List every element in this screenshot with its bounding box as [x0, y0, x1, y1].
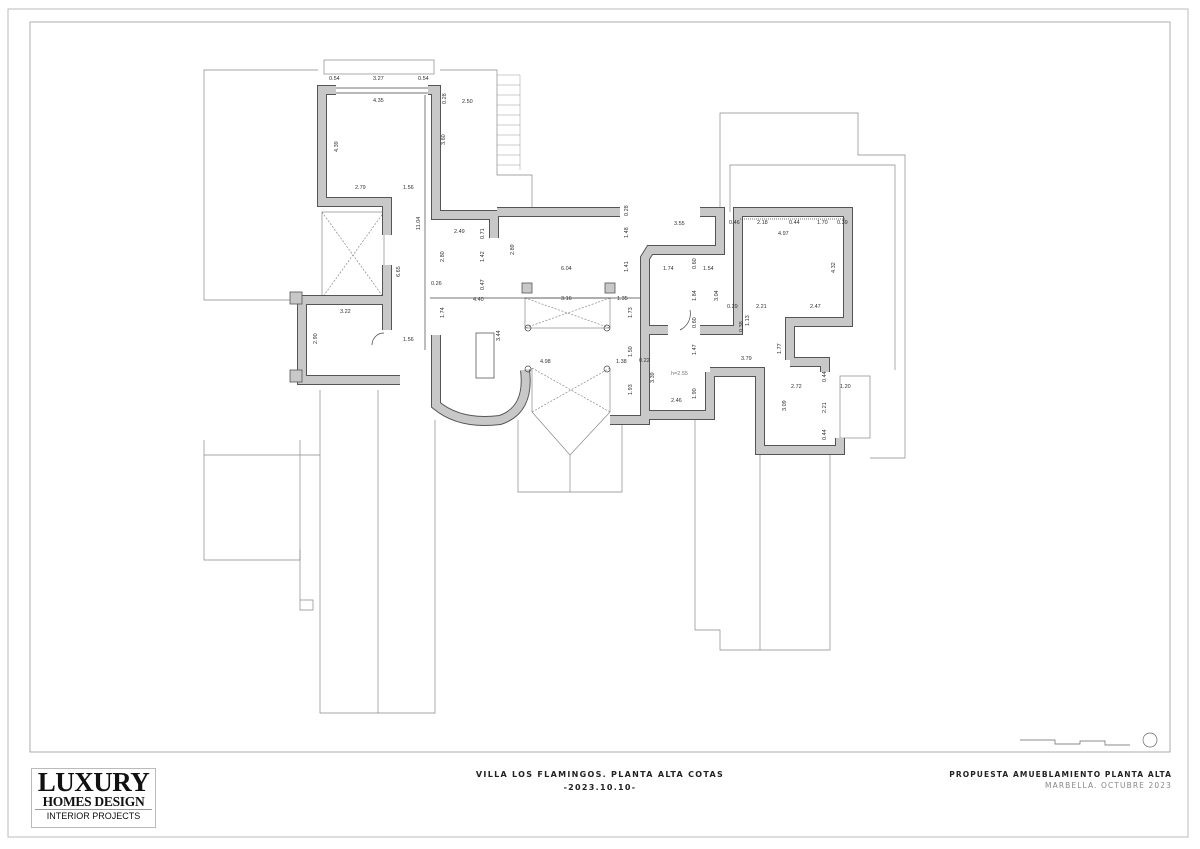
- dim: 2.46: [671, 398, 682, 404]
- dim: 0.22: [639, 358, 650, 364]
- dim: 0.28: [624, 205, 630, 216]
- dim: 4.98: [540, 359, 551, 365]
- dim: 1.38: [616, 359, 627, 365]
- dim: 1.42: [480, 251, 486, 262]
- dim: 3.04: [714, 290, 720, 301]
- scale-bar: [1020, 732, 1158, 748]
- dim: 0.44: [822, 429, 828, 440]
- dim: 6.65: [396, 266, 402, 277]
- dim: 6.04: [561, 266, 572, 272]
- dim: 4.35: [373, 98, 384, 104]
- dim: 1.41: [624, 261, 630, 272]
- dim: 1.47: [692, 344, 698, 355]
- dim: 1.74: [440, 307, 446, 318]
- dim: 4.97: [778, 231, 789, 237]
- sheet-border: [7, 8, 1189, 838]
- dim: 1.93: [628, 384, 634, 395]
- walls: [289, 85, 853, 455]
- location-date: MARBELLA. OCTUBRE 2023: [1045, 781, 1172, 790]
- dim: 11.04: [416, 217, 422, 230]
- logo-line2: HOMES DESIGN: [35, 795, 152, 810]
- logo-line1: LUXURY: [37, 767, 150, 797]
- dim: 1.56: [403, 185, 414, 191]
- dim: 0.44: [789, 220, 800, 226]
- dim: 0.71: [480, 228, 486, 239]
- dim: 0.28: [442, 93, 448, 104]
- dim: 0.47: [480, 279, 486, 290]
- dim: 2.79: [355, 185, 366, 191]
- dim: 3.60: [441, 134, 447, 145]
- dim: 1.74: [663, 266, 674, 272]
- dim: 0.60: [692, 258, 698, 269]
- company-logo: LUXURY HOMES DESIGN INTERIOR PROJECTS: [31, 768, 156, 828]
- dim: 4.32: [831, 262, 837, 273]
- dim: 2.47: [810, 304, 821, 310]
- dim: 3.22: [340, 309, 351, 315]
- dim: 0.29: [727, 304, 738, 310]
- dim: 1.84: [692, 290, 698, 301]
- drawing-frame: [29, 21, 1171, 753]
- dim: 3.55: [674, 221, 685, 227]
- dimension-labels: 0.54 3.27 0.54 4.35 0.28 2.50 4.39 3.60 …: [313, 76, 851, 440]
- dim: 4.40: [473, 297, 484, 303]
- dim: 1.56: [403, 337, 414, 343]
- dim: 2.89: [510, 244, 516, 255]
- dim: 2.21: [756, 304, 767, 310]
- dim: 1.50: [628, 346, 634, 357]
- dim: 2.18: [757, 220, 768, 226]
- dim: 4.39: [334, 141, 340, 152]
- dim: 1.20: [840, 384, 851, 390]
- dim: 0.54: [418, 76, 429, 82]
- dim: 2.49: [454, 229, 465, 235]
- dim: 1.90: [692, 388, 698, 399]
- dim: 0.44: [822, 371, 828, 382]
- dim: 1.13: [745, 315, 751, 326]
- proposal-title: PROPUESTA AMUEBLAMIENTO PLANTA ALTA: [949, 770, 1172, 779]
- dim: 1.70: [817, 220, 828, 226]
- dim: 3.44: [496, 330, 502, 341]
- dim: 1.73: [628, 307, 634, 318]
- dim: 2.72: [791, 384, 802, 390]
- dim: 0.38: [739, 321, 745, 332]
- dim: 1.48: [624, 227, 630, 238]
- dim: 3.09: [782, 400, 788, 411]
- room-height-label: h=2.55: [671, 371, 688, 377]
- dim: 3.79: [741, 356, 752, 362]
- logo-line3: INTERIOR PROJECTS: [46, 811, 141, 821]
- project-date: -2023.10.10-: [563, 783, 637, 792]
- dim: 1.54: [703, 266, 714, 272]
- site-outlines: [203, 59, 906, 714]
- dim: 2.90: [313, 333, 319, 344]
- dim: 0.26: [431, 281, 442, 287]
- dim: 1.77: [777, 343, 783, 354]
- dim: 0.60: [692, 317, 698, 328]
- dim: 3.39: [650, 372, 656, 383]
- dim: 0.46: [729, 220, 740, 226]
- dim: 2.50: [462, 99, 473, 105]
- project-title: VILLA LOS FLAMINGOS. PLANTA ALTA COTAS: [475, 770, 725, 779]
- dim: 3.16: [561, 296, 572, 302]
- dim: 0.54: [329, 76, 340, 82]
- dim: 1.35: [617, 296, 628, 302]
- dim: 2.21: [822, 402, 828, 413]
- north-symbol-icon: [1142, 732, 1158, 748]
- dim: 3.27: [373, 76, 384, 82]
- dim: 0.39: [837, 220, 848, 226]
- dim: 2.80: [440, 251, 446, 262]
